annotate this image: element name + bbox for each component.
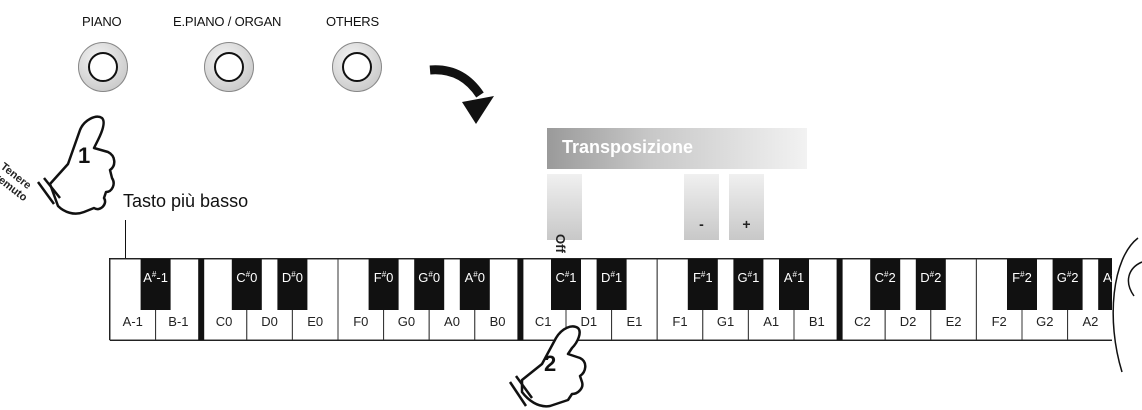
- black-key[interactable]: [1052, 259, 1083, 310]
- black-key-label: A#1: [784, 270, 804, 285]
- black-key[interactable]: [733, 259, 764, 310]
- white-key-label: F0: [353, 314, 368, 329]
- white-key-label: A-1: [123, 314, 143, 329]
- black-key-label: C#1: [555, 270, 576, 285]
- epiano-organ-button[interactable]: [204, 42, 254, 92]
- black-key-label: A#-1: [143, 270, 168, 285]
- white-key-label: D0: [261, 314, 278, 329]
- white-key-label: C2: [854, 314, 871, 329]
- white-key-label: G2: [1036, 314, 1053, 329]
- octave-separator: [198, 259, 205, 340]
- white-key-label: C0: [216, 314, 233, 329]
- black-key-label: G#2: [1057, 270, 1079, 285]
- transpose-off-column: Off: [547, 174, 582, 253]
- white-key-label: F1: [672, 314, 687, 329]
- black-key[interactable]: [414, 259, 445, 310]
- black-key[interactable]: [596, 259, 627, 310]
- lowest-key-label: Tasto più basso: [123, 191, 249, 211]
- white-key-label: G0: [398, 314, 415, 329]
- lowest-key-pointer: [125, 220, 126, 278]
- transpose-plus-column: +: [729, 174, 764, 240]
- octave-separator: [517, 259, 524, 340]
- black-key-label: G#1: [737, 270, 759, 285]
- black-key-label: F#1: [693, 270, 713, 285]
- black-key-label: A#0: [465, 270, 485, 285]
- white-key-label: E0: [307, 314, 323, 329]
- black-key[interactable]: [870, 259, 901, 310]
- piano-button[interactable]: [78, 42, 128, 92]
- keyboard-break-edge: [1112, 237, 1139, 373]
- keyboard-break-edge-2: [1127, 261, 1142, 297]
- white-key-label: F2: [992, 314, 1007, 329]
- transpose-minus-column: -: [684, 174, 719, 240]
- white-key-label: B0: [490, 314, 506, 329]
- white-key-label: A1: [763, 314, 779, 329]
- white-key-label: D2: [900, 314, 917, 329]
- step-1-number: 1: [78, 143, 91, 168]
- transpose-plus-label: +: [742, 216, 751, 232]
- black-key-label: D#2: [920, 270, 941, 285]
- white-key-label: A0: [444, 314, 460, 329]
- white-key-label: B1: [809, 314, 825, 329]
- white-key-label: E1: [626, 314, 642, 329]
- black-key-label: C#0: [236, 270, 257, 285]
- black-key[interactable]: [1007, 259, 1037, 310]
- black-key[interactable]: [915, 259, 946, 310]
- white-key-label: G1: [717, 314, 734, 329]
- black-key-label: F#2: [1012, 270, 1032, 285]
- black-key[interactable]: [459, 259, 490, 310]
- white-key-label: C1: [535, 314, 552, 329]
- piano-label: PIANO: [82, 14, 122, 29]
- white-key-label: A2: [1082, 314, 1098, 329]
- black-key[interactable]: [140, 259, 171, 310]
- black-key[interactable]: [368, 259, 399, 310]
- white-key-label: E2: [946, 314, 962, 329]
- black-key-label: C#2: [875, 270, 896, 285]
- others-label: OTHERS: [326, 14, 379, 29]
- black-key-label: D#1: [601, 270, 622, 285]
- octave-separator: [836, 259, 843, 340]
- transpose-header: Transposizione: [547, 128, 807, 169]
- white-key-label: D1: [580, 314, 597, 329]
- black-key[interactable]: [779, 259, 809, 310]
- others-button[interactable]: [332, 42, 382, 92]
- epiano-organ-label: E.PIANO / ORGAN: [173, 14, 282, 29]
- black-key-label: D#0: [282, 270, 303, 285]
- transpose-title: Transposizione: [562, 137, 694, 157]
- transpose-minus-label: -: [699, 216, 704, 232]
- white-key-label: B-1: [168, 314, 188, 329]
- black-key[interactable]: [687, 259, 718, 310]
- black-key[interactable]: [277, 259, 308, 310]
- black-key-label: F#0: [374, 270, 394, 285]
- black-key[interactable]: [231, 259, 262, 310]
- step-2-number: 2: [544, 351, 557, 376]
- black-key-label: G#0: [418, 270, 440, 285]
- black-key[interactable]: [551, 259, 581, 310]
